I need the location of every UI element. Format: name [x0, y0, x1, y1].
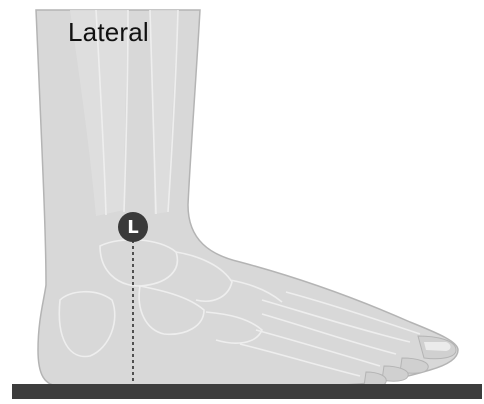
marker-letter: L — [127, 217, 138, 238]
view-title: Lateral — [68, 16, 149, 48]
ground-surface — [12, 384, 482, 399]
